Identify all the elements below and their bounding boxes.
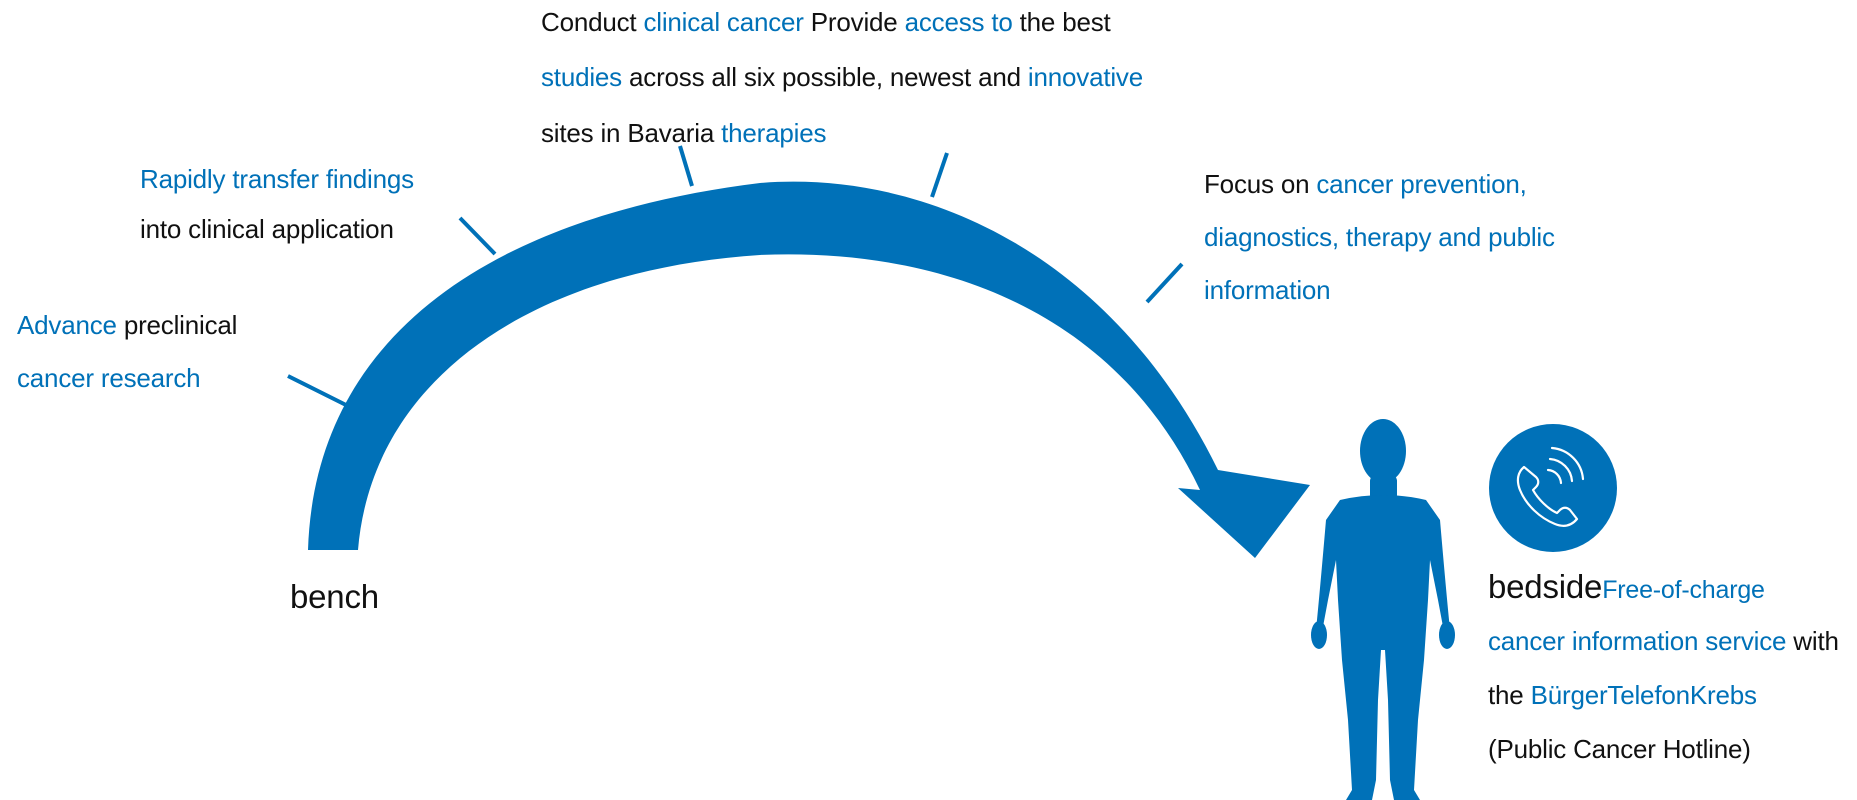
label-conduct-i: sites in Bavaria	[541, 118, 722, 148]
label-advance-accent: Advance	[17, 310, 117, 340]
label-focus-line1: Focus on cancer prevention,	[1204, 171, 1527, 197]
phone-icon	[1489, 424, 1617, 552]
label-transfer-line1: Rapidly transfer findings	[140, 164, 414, 194]
label-conduct-line3: sites in Bavaria therapies	[541, 120, 826, 146]
label-conduct-d: access to	[904, 7, 1013, 37]
arc-tick-marks	[287, 145, 1184, 407]
label-advance-rest: preclinical	[116, 310, 238, 340]
label-bedside-hotline-name: BürgerTelefonKrebs	[1530, 680, 1757, 710]
label-bedside-with: with	[1786, 626, 1839, 656]
label-bedside-line3: the BürgerTelefonKrebs	[1488, 682, 1757, 708]
label-conduct-h: innovative	[1027, 62, 1143, 92]
label-conduct-line2: studies across all six possible, newest …	[541, 64, 1143, 90]
label-bedside-line1: bedsideFree-of-charge	[1488, 570, 1765, 603]
label-conduct-c: Provide	[803, 7, 905, 37]
label-bedside-line2: cancer information service with	[1488, 628, 1839, 654]
label-advance-line1: Advance preclinical	[17, 312, 237, 338]
tick-conduct	[678, 145, 694, 187]
tick-focus	[1145, 262, 1184, 304]
label-conduct-f: studies	[541, 62, 622, 92]
label-focus-line3: information	[1204, 275, 1331, 305]
label-focus-a: Focus on	[1204, 169, 1317, 199]
tick-transfer	[458, 216, 497, 256]
curved-arrow-icon	[308, 181, 1310, 558]
label-conduct-g: across all six possible, newest and	[621, 62, 1028, 92]
label-bench: bench	[290, 578, 379, 615]
label-conduct-e: the best	[1012, 7, 1111, 37]
label-bedside-word: bedside	[1488, 568, 1603, 605]
label-bedside-free: Free-of-charge	[1602, 576, 1765, 604]
tick-advance	[287, 374, 347, 407]
label-conduct-b: clinical cancer	[643, 7, 804, 37]
tick-access	[930, 152, 949, 198]
label-conduct-j: therapies	[721, 118, 827, 148]
arrow-body	[308, 181, 1310, 558]
label-conduct-line1: Conduct clinical cancer Provide access t…	[541, 9, 1111, 35]
human-figure-icon	[1311, 419, 1455, 800]
label-bedside-the: the	[1488, 680, 1531, 710]
label-focus-b: cancer prevention,	[1316, 169, 1527, 199]
label-conduct-a: Conduct	[541, 7, 644, 37]
label-transfer-line2: into clinical application	[140, 214, 394, 244]
label-advance-line2: cancer research	[17, 363, 201, 393]
label-bedside-service: cancer information service	[1488, 626, 1787, 656]
label-bedside-line4: (Public Cancer Hotline)	[1488, 734, 1751, 764]
label-focus-line2: diagnostics, therapy and public	[1204, 222, 1555, 252]
